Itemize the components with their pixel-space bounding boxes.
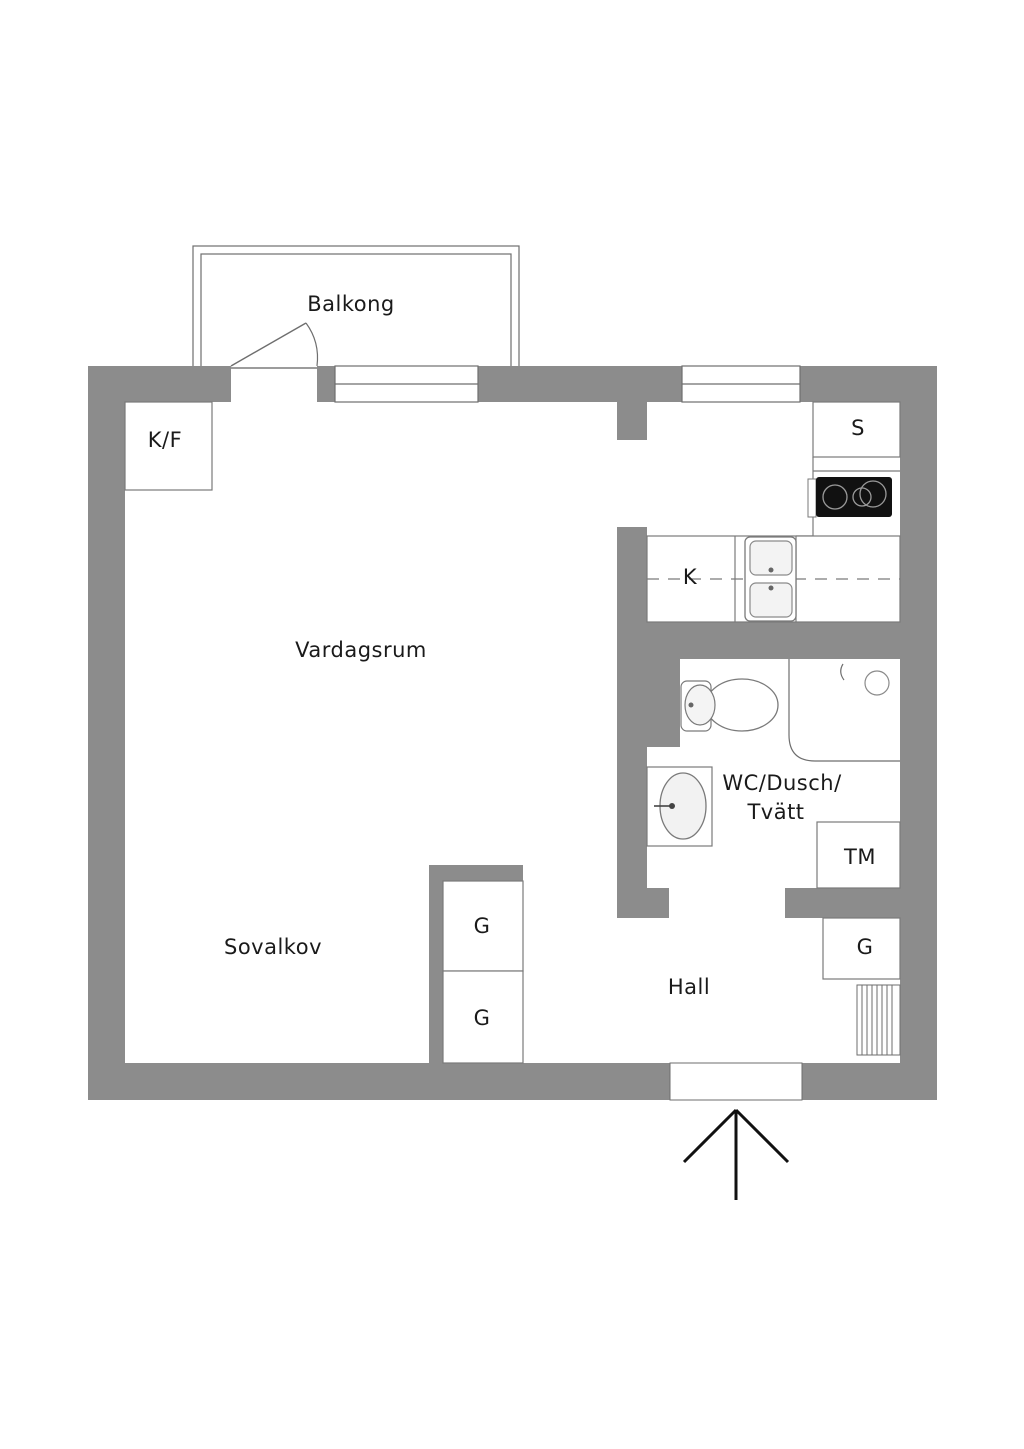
- fridge-freezer: [124, 401, 213, 491]
- label-bathroom-line2: Tvätt: [746, 800, 804, 824]
- top-wall-pier: [317, 366, 335, 402]
- exterior-walls: [88, 366, 937, 1100]
- label-bathroom-line1: WC/Dusch/: [722, 771, 842, 795]
- radiator-icon: [856, 984, 901, 1056]
- hall: [822, 917, 901, 1056]
- bathroom: [646, 659, 901, 889]
- wall-stub-kitchen: [617, 402, 647, 440]
- shower-drain-icon: [864, 670, 890, 696]
- label-closet-2: G: [474, 1006, 491, 1030]
- left-wall: [88, 366, 125, 1100]
- wall-bath-bottom-right: [785, 888, 900, 918]
- sink-icon: [744, 536, 797, 622]
- balcony-door: [230, 322, 319, 367]
- label-living-room: Vardagsrum: [295, 638, 427, 662]
- right-wall: [900, 366, 937, 1100]
- label-closet-1: G: [474, 914, 491, 938]
- closets: [442, 880, 524, 1064]
- interior-walls: [429, 402, 900, 1063]
- toilet-icon: [680, 678, 779, 732]
- closet-lower: [442, 970, 524, 1064]
- arrow-up-icon: [682, 1108, 790, 1200]
- wall-closet-top: [429, 865, 523, 881]
- label-sleeping-alcove: Sovalkov: [224, 935, 322, 959]
- wall-closet-left: [429, 865, 443, 1063]
- label-hall: Hall: [668, 975, 710, 999]
- washbasin-icon: [646, 766, 713, 847]
- stove-icon: [807, 477, 892, 518]
- label-wardrobe-s: S: [851, 416, 865, 440]
- bottom-wall-left: [88, 1063, 670, 1100]
- wardrobe-s: [812, 401, 901, 458]
- shower-area: [788, 659, 900, 762]
- kitchen: [646, 401, 901, 623]
- windows: [334, 365, 801, 403]
- label-closet-3: G: [857, 935, 874, 959]
- entrance-door: [669, 1062, 803, 1101]
- wall-bath-toilet-block: [617, 659, 680, 747]
- label-kitchen: K: [683, 565, 698, 589]
- washing-machine: [816, 821, 901, 889]
- wall-bath-bottom-left: [617, 888, 669, 918]
- bottom-wall-right: [802, 1063, 937, 1100]
- label-washing-machine: TM: [843, 845, 876, 869]
- closet-hall: [822, 917, 901, 980]
- label-fridge-freezer: K/F: [148, 428, 182, 452]
- top-wall-middle: [478, 366, 682, 402]
- wall-kitchen-bath-divider: [617, 622, 900, 659]
- label-balcony: Balkong: [307, 292, 395, 316]
